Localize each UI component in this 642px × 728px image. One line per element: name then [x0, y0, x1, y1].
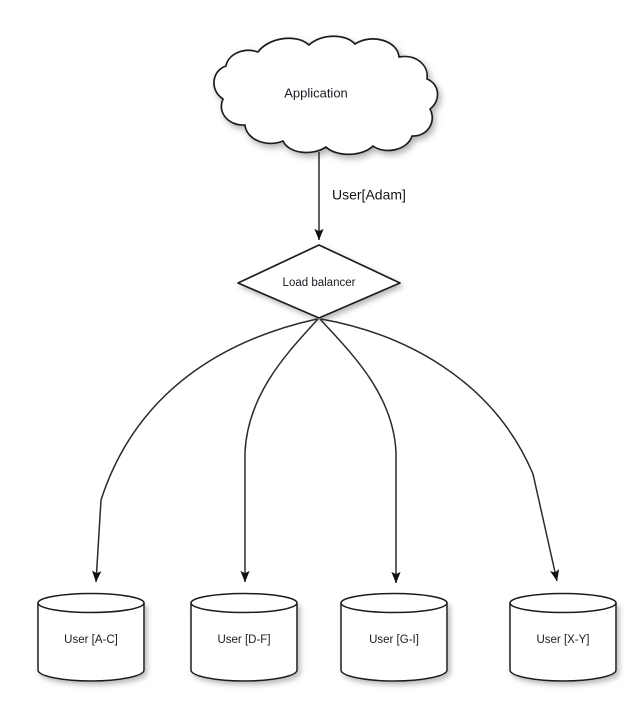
edge-balancer-to-db-3 [319, 318, 401, 584]
application-label: Application [284, 85, 348, 100]
node-load-balancer-diamond[interactable]: Load balancer [237, 244, 401, 319]
edge-curve-db-4 [320, 318, 560, 582]
database-1-label: User [A-C] [64, 634, 118, 646]
database-3-label: User [G-I] [369, 634, 419, 646]
node-database-4[interactable]: User [X-Y] [509, 592, 617, 682]
edge-balancer-to-db-4 [320, 318, 560, 582]
database-2-label: User [D-F] [217, 634, 270, 646]
edge-application-to-balancer: User[Adam] [314, 152, 406, 241]
edge-curve-db-1 [92, 318, 318, 583]
edge-label-user-adam: User[Adam] [332, 187, 406, 203]
edge-balancer-to-db-2 [240, 318, 319, 583]
load-balancer-label: Load balancer [283, 277, 356, 289]
node-database-3[interactable]: User [G-I] [340, 592, 448, 682]
edge-curve-db-2 [240, 318, 319, 583]
edge-curve-db-3 [319, 318, 401, 584]
node-application-cloud[interactable]: Application [213, 35, 439, 156]
database-4-label: User [X-Y] [536, 634, 589, 646]
edge-balancer-to-db-1 [92, 318, 318, 583]
node-database-2[interactable]: User [D-F] [190, 592, 298, 682]
node-database-1[interactable]: User [A-C] [37, 592, 145, 682]
